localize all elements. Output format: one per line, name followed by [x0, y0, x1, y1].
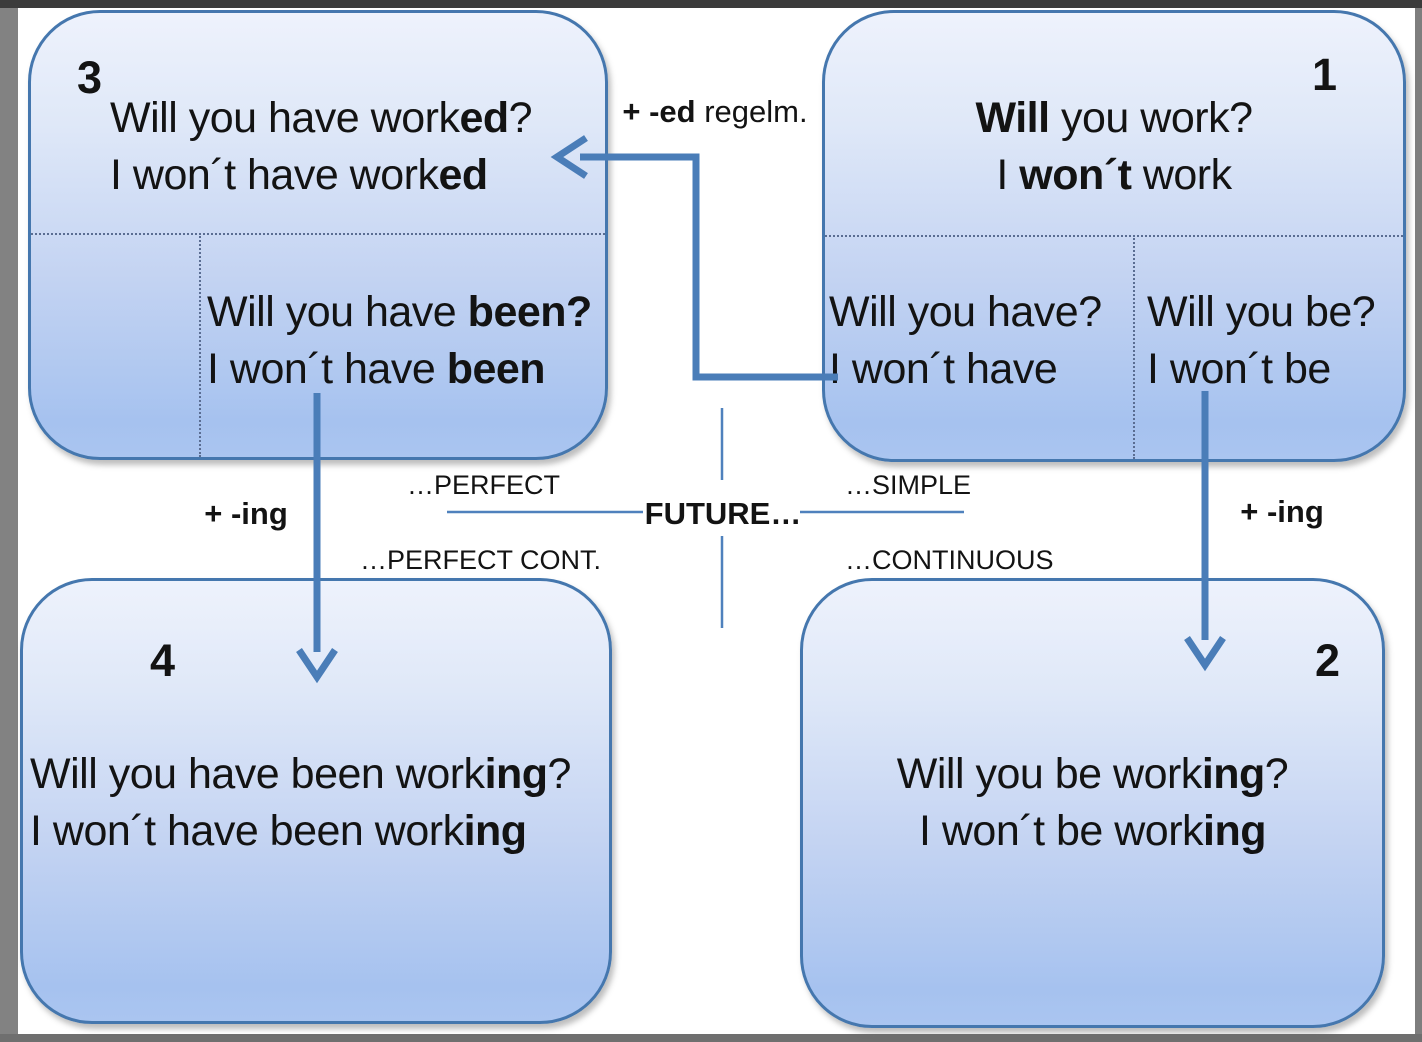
text-line: I won´t have worked [110, 151, 488, 199]
dotted-divider-vertical [1133, 235, 1135, 459]
frame-left [0, 0, 18, 1042]
hub-label-continuous: …CONTINUOUS [845, 545, 1054, 575]
box-future-perfect-continuous: 4 Will you have been working? I won´t ha… [20, 578, 612, 1024]
arrow-ed-elbow [580, 153, 838, 381]
text-line: I won´t work [996, 151, 1232, 199]
text-line: I won´t have been working [30, 807, 527, 855]
box-number: 2 [1315, 635, 1341, 686]
text-line: Will you be working? [896, 750, 1289, 798]
text-line: I won´t be [1147, 345, 1331, 393]
box-number: 4 [150, 635, 176, 686]
box-future-simple: 1 Will you work? I won´t work Will you h… [822, 10, 1406, 462]
box3-main-text: Will you have worked? I won´t have worke… [110, 90, 533, 204]
text-line: Will you be? [1147, 288, 1376, 336]
text-line: Will you have? [829, 288, 1102, 336]
arrow-label-ed: + -ed regelm. [622, 94, 808, 129]
box-future-continuous: 2 Will you be working? I won´t be workin… [800, 578, 1385, 1028]
text-line: Will you have been? [207, 288, 592, 336]
text-line: I won´t be working [918, 807, 1267, 855]
box4-main-text: Will you have been working? I won´t have… [30, 746, 571, 860]
text-line: I won´t have been [207, 345, 546, 393]
hub-label-perfect-cont: …PERFECT CONT. [360, 545, 602, 575]
dotted-divider-horizontal [825, 235, 1403, 237]
frame-right [1415, 0, 1422, 1042]
box1-sub-right-text: Will you be? I won´t be [1147, 284, 1376, 398]
box3-sub-text: Will you have been? I won´t have been [207, 284, 592, 398]
hub-title-future: FUTURE… [644, 496, 802, 531]
dotted-divider-horizontal [31, 233, 605, 235]
box-number: 3 [77, 52, 103, 103]
box2-main-text: Will you be working? I won´t be working [803, 746, 1382, 860]
text-line: Will you have worked? [110, 94, 533, 142]
arrow-label-ing-right: + -ing [1240, 494, 1324, 529]
arrow-label-ing-left: + -ing [204, 496, 288, 531]
box1-sub-left-text: Will you have? I won´t have [829, 284, 1102, 398]
hub-label-perfect: …PERFECT [406, 470, 560, 500]
dotted-divider-vertical [199, 233, 201, 457]
text-line: I won´t have [829, 345, 1058, 393]
hub-label-simple: …SIMPLE [845, 470, 972, 500]
box1-main-text: Will you work? I won´t work [825, 90, 1403, 204]
box-future-perfect: 3 Will you have worked? I won´t have wor… [28, 10, 608, 460]
box-number: 1 [1312, 49, 1338, 100]
text-line: Will you work? [975, 94, 1253, 142]
text-line: Will you have been working? [30, 750, 571, 798]
frame-top [0, 0, 1422, 8]
frame-bottom [0, 1034, 1422, 1042]
